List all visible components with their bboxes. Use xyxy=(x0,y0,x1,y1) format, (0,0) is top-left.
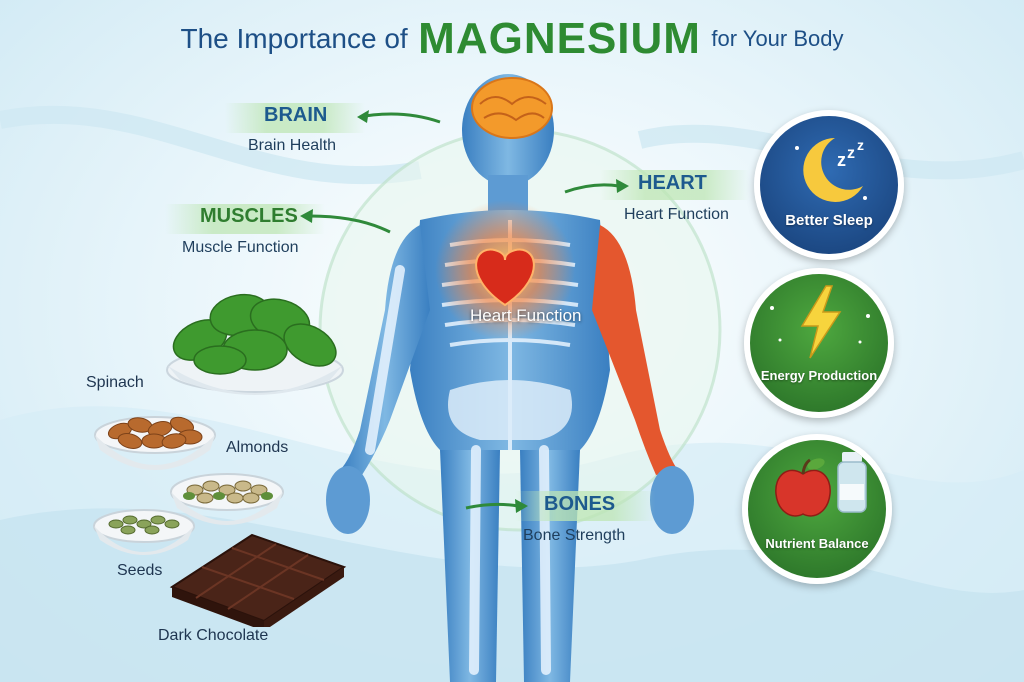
lightning-icon xyxy=(800,285,842,359)
brain-sublabel: Brain Health xyxy=(248,137,337,154)
bones-label-band xyxy=(515,491,655,521)
almonds-bowl xyxy=(94,416,216,470)
muscles-sublabel: Muscle Function xyxy=(182,239,299,256)
spinach-label: Spinach xyxy=(86,374,144,391)
svg-text:z: z xyxy=(857,137,864,153)
heart-center-label: Heart Function xyxy=(470,306,582,325)
energy-production-badge: Energy Production xyxy=(744,268,894,418)
brain-label: BRAIN xyxy=(264,104,328,126)
energy-production-label: Energy Production xyxy=(760,368,878,383)
bones-sublabel: Bone Strength xyxy=(523,527,626,544)
svg-text:z: z xyxy=(837,150,846,170)
apple-icon xyxy=(775,458,831,517)
brain-arrow xyxy=(357,110,441,124)
muscles-arrow xyxy=(300,209,391,234)
title-suffix: for Your Body xyxy=(711,26,844,51)
heart-arrow xyxy=(564,179,629,194)
muscles-label-band xyxy=(165,204,325,234)
svg-text:z: z xyxy=(847,145,855,162)
seeds-label: Seeds xyxy=(117,562,163,579)
mixed-seeds-bowl xyxy=(170,473,284,525)
almonds-label: Almonds xyxy=(226,439,289,456)
page-title: The Importance of MAGNESIUM for Your Bod… xyxy=(0,14,1024,64)
spinach-bowl xyxy=(166,293,344,395)
sparkle-icon xyxy=(770,306,870,344)
better-sleep-badge: z z z Better Sleep xyxy=(754,110,904,260)
nutrient-balance-badge: Nutrient Balance xyxy=(742,434,892,584)
dark-chocolate-label: Dark Chocolate xyxy=(158,627,269,644)
moon-icon: z z z xyxy=(795,137,867,202)
bones-arrow xyxy=(465,499,528,513)
human-body-figure xyxy=(326,74,694,682)
dark-chocolate-bar xyxy=(169,533,347,627)
muscles-label: MUSCLES xyxy=(200,205,298,227)
brain-label-band xyxy=(225,103,365,133)
title-prefix: The Importance of xyxy=(180,23,408,54)
heart-sublabel: Heart Function xyxy=(624,206,729,223)
bones-label: BONES xyxy=(544,493,616,515)
heart-label: HEART xyxy=(638,172,707,194)
nutrient-balance-label: Nutrient Balance xyxy=(765,536,869,551)
better-sleep-label: Better Sleep xyxy=(785,212,873,229)
title-highlight: MAGNESIUM xyxy=(418,14,701,63)
supplement-bottle-icon xyxy=(837,452,867,513)
seeds-bowl xyxy=(93,509,195,555)
